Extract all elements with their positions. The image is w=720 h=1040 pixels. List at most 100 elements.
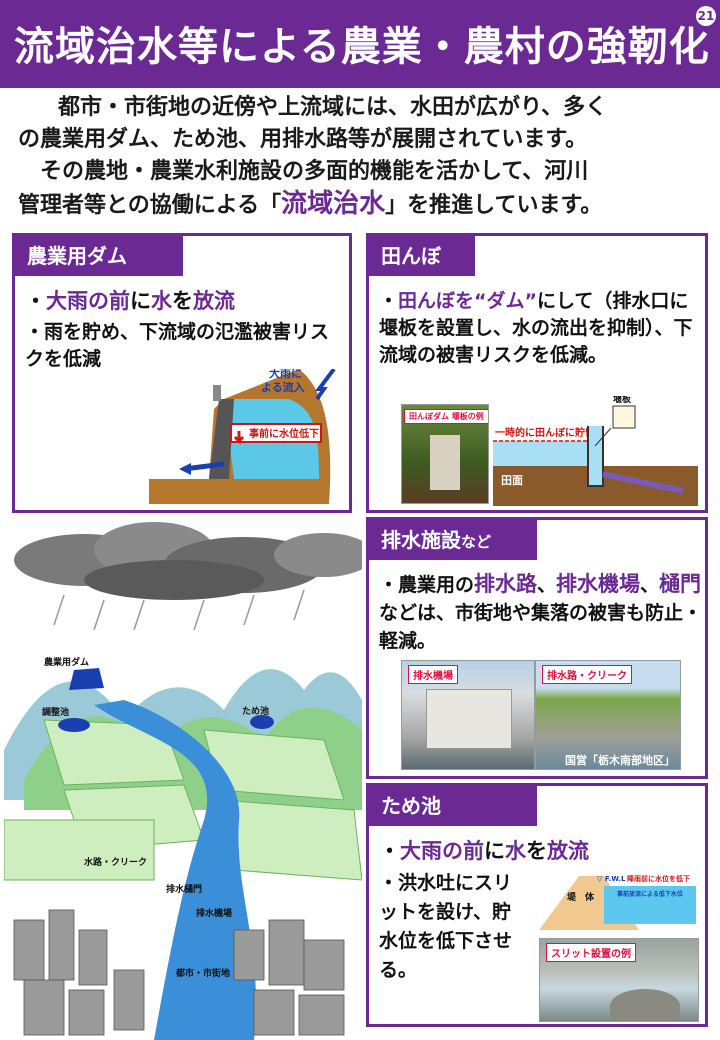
illus-label-pond: ため池 — [242, 705, 269, 717]
canal-photo: 排水路・クリーク — [535, 660, 681, 770]
rain-lines — [53, 589, 305, 631]
illus-label-regpond: 調整池 — [42, 706, 69, 718]
dam-tower — [213, 385, 221, 401]
dam-wall — [209, 399, 234, 479]
drain-text-3: 、 — [640, 574, 660, 596]
dam-bullet-emph-3: 放流 — [193, 289, 235, 313]
pre-release-box — [230, 423, 322, 443]
pond-fig-pre: 降雨前に水位を低下 — [627, 874, 690, 883]
illus-label-city: 都市・市街地 — [175, 967, 230, 979]
drain-panel: 排水施設など ・農業用の排水路、排水機場、樋門などは、市街地や集落の被害も防止・… — [366, 517, 708, 779]
rain-clouds — [14, 522, 362, 600]
paddy-bullet-mark: ・ — [379, 290, 399, 312]
slit-pipe — [610, 989, 680, 1021]
drain-title-suffix: など — [461, 533, 492, 551]
drain-emph-1: 排水路 — [474, 572, 538, 596]
outlet-box — [587, 426, 604, 487]
pump-building — [426, 689, 512, 749]
dam-panel: 農業用ダム ・大雨の前に水を放流 ・雨を貯め、下流域の氾濫被害リスクを低減 事前… — [12, 233, 352, 513]
pond-bullet-emph-3: 放流 — [547, 839, 589, 863]
intro-highlight: 流域治水 — [281, 189, 386, 219]
intro-line-4-before: 管理者等との協働による「 — [18, 193, 282, 218]
weir-board — [430, 435, 460, 490]
regulating-pond-icon — [58, 718, 90, 732]
paddy-fig-field: 田面 — [501, 474, 523, 487]
pond-fig-fwl: ▽ F.W.L — [597, 875, 626, 883]
pond-bullet-mark: ・ — [379, 839, 400, 863]
paddy-diagram: 一時的に田んぼに貯留 田面 堰板 — [493, 396, 698, 506]
paddy-panel-title: 田んぼ — [369, 236, 475, 276]
pump-station-photo: 排水機場 — [401, 660, 535, 770]
intro-line-3: その農地・農業水利施設の多面的機能を活かして、河川 — [40, 159, 589, 184]
paddy-photo: 田んぼダム 堰板の例 — [401, 404, 489, 504]
page-number: 21 — [696, 6, 716, 26]
pond-fig-body: 堤 体 — [567, 891, 595, 903]
pond-panel-text: ・大雨の前に水を放流 ・洪水吐にスリットを設け、貯水位を低下させる。 — [379, 838, 703, 985]
dam-bullet-particle-1: に — [130, 289, 151, 313]
leader-line — [594, 427, 612, 447]
paddy-water — [493, 441, 588, 466]
photo-credit: 国営「栃木南部地区」 — [565, 754, 675, 767]
pond-panel: ため池 ・大雨の前に水を放流 ・洪水吐にスリットを設け、貯水位を低下させる。 堤… — [366, 783, 708, 1027]
dam-bullet-emph-1: 大雨の前 — [46, 289, 130, 313]
dam-bullet-emph-2: 水 — [151, 289, 172, 313]
pond-water — [604, 886, 696, 924]
illus-label-gate: 排水樋門 — [166, 883, 202, 895]
paddy-text: にして（排水口に堰板を設置し、水の流出を抑制）、下流域の被害リスクを低減。 — [379, 290, 693, 366]
reservoir-pond-icon — [250, 715, 274, 729]
canal-photo-tag: 排水路・クリーク — [542, 665, 632, 684]
intro-line-4-after: 」を推進しています。 — [385, 193, 603, 218]
dam-bullet-1: ・大雨の前に水を放流 — [25, 288, 345, 315]
page-title: 流域治水等による農業・農村の強靭化 — [14, 24, 710, 70]
outflow-arrowhead-icon — [179, 463, 191, 475]
weir-board-icon — [612, 405, 636, 429]
drain-emph-3: 樋門 — [659, 572, 702, 596]
pond-diagram: 堤 体 ▽ F.W.L 降雨前に水位を低下 事前放流による低下水位 — [539, 874, 696, 930]
slit-photo-tag: スリット設置の例 — [546, 943, 636, 962]
watershed-illustration: 農業用ダム 調整池 ため池 水路・クリーク 排水樋門 排水機場 都市・市街地 — [4, 522, 362, 1040]
drain-emph-2: 排水機場 — [556, 572, 641, 596]
dam-fig-inflow-2: よる流入 — [261, 380, 305, 394]
illus-label-canal: 水路・クリーク — [84, 856, 147, 868]
pond-panel-title: ため池 — [369, 786, 537, 826]
slit-photo: スリット設置の例 — [539, 938, 699, 1022]
intro-text: 都市・市街地の近傍や上流域には、水田が広がり、多く の農業用ダム、ため池、用排水… — [18, 92, 708, 222]
page-header: 流域治水等による農業・農村の強靭化 21 — [0, 0, 720, 88]
river — [94, 700, 257, 1040]
pond-bullet-2: ・洪水吐にスリットを設け、貯水位を低下させる。 — [379, 872, 513, 981]
illus-label-dam: 農業用ダム — [44, 656, 89, 668]
drain-text-1: ・農業用の — [379, 574, 475, 596]
pond-bullet-particle-2: を — [526, 839, 547, 863]
pond-bullet-emph-1: 大雨の前 — [400, 839, 484, 863]
dam-bullet-particle-2: を — [172, 289, 193, 313]
dam-bullet-mark: ・ — [25, 289, 46, 313]
city-buildings — [13, 909, 345, 1036]
drain-title-main: 排水施設 — [381, 528, 461, 552]
intro-line-1: 都市・市街地の近傍や上流域には、水田が広がり、多く — [58, 95, 608, 120]
drain-pipe — [602, 471, 684, 494]
intro-line-4: 管理者等との協働による「流域治水」を推進しています。 — [18, 188, 708, 222]
paddy-photo-tag: 田んぼダム 堰板の例 — [404, 409, 488, 424]
dam-fig-lower-label: 事前に水位低下 — [249, 427, 319, 440]
dam-panel-text: ・大雨の前に水を放流 ・雨を貯め、下流域の氾濫被害リスクを低減 — [25, 288, 345, 373]
down-arrow-icon — [233, 431, 245, 445]
drain-text-4: などは、市街地や集落の被害も防止・軽減。 — [379, 602, 703, 652]
drain-panel-title: 排水施設など — [369, 520, 537, 560]
drain-text-2: 、 — [537, 574, 557, 596]
pond-bullet-1: ・大雨の前に水を放流 — [379, 838, 703, 865]
dam-fig-inflow-1: 大雨に — [269, 369, 302, 380]
pump-photo-tag: 排水機場 — [408, 665, 458, 684]
pond-bullet-emph-2: 水 — [505, 839, 526, 863]
pond-bullet-particle-1: に — [484, 839, 505, 863]
paddy-fig-board: 堰板 — [613, 396, 632, 405]
dam-bullet-2: ・雨を貯め、下流域の氾濫被害リスクを低減 — [25, 321, 330, 370]
paddy-fig-store: 一時的に田んぼに貯留 — [495, 426, 595, 439]
dam-panel-title: 農業用ダム — [15, 236, 183, 276]
paddy-emph: 田んぼを“ダム” — [398, 290, 537, 312]
pond-fig-pre2: 事前放流による低下水位 — [617, 890, 683, 898]
paddy-fields — [4, 719, 362, 881]
intro-line-2: の農業用ダム、ため池、用排水路等が展開されています。 — [18, 127, 588, 152]
drain-panel-text: ・農業用の排水路、排水機場、樋門などは、市街地や集落の被害も防止・軽減。 — [379, 570, 703, 655]
dam-diagram: 事前に水位低下 大雨に よる流入 — [149, 369, 336, 504]
illus-label-pump: 排水機場 — [196, 907, 232, 919]
